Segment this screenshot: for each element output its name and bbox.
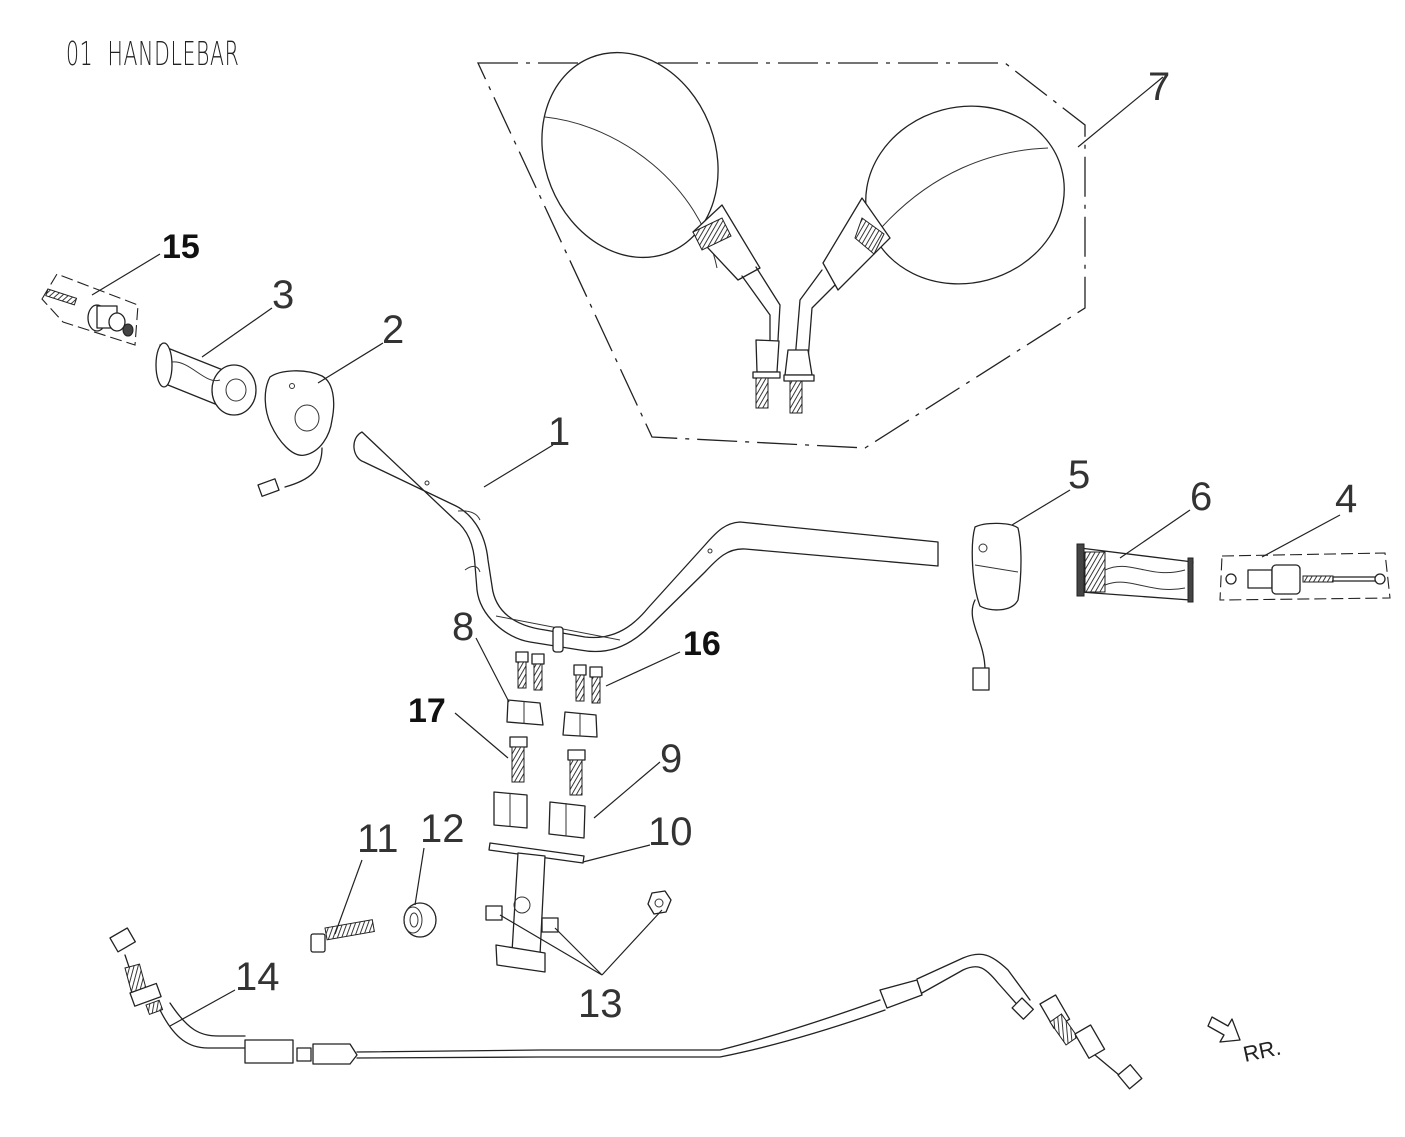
callout-9[interactable]: 9	[660, 737, 682, 781]
callout-10[interactable]: 10	[648, 810, 693, 854]
callout-4[interactable]: 4	[1335, 477, 1357, 521]
riser-plate[interactable]	[488, 842, 585, 973]
right-bar-end-weight-assembly[interactable]	[1219, 552, 1391, 601]
throttle-grip[interactable]	[155, 342, 257, 416]
upper-handlebar-clamp[interactable]	[506, 699, 598, 738]
lower-handlebar-clamp[interactable]	[493, 791, 586, 839]
right-switch-housing[interactable]	[971, 522, 1022, 691]
front-direction-arrow-icon	[1207, 1016, 1241, 1043]
leader-11	[334, 859, 363, 935]
callout-11[interactable]: 11	[357, 817, 399, 861]
leader-8	[475, 637, 510, 703]
callout-2[interactable]: 2	[382, 308, 404, 352]
bar-end-15-boundary	[41, 273, 139, 346]
callout-3[interactable]: 3	[272, 273, 294, 317]
left-grip[interactable]	[1076, 543, 1194, 603]
bushing[interactable]	[403, 902, 437, 938]
nuts[interactable]	[485, 890, 672, 933]
riser-bolts[interactable]	[509, 736, 586, 796]
leader-15	[91, 253, 161, 296]
left-bar-end-weight-assembly[interactable]	[41, 273, 139, 346]
callout-14[interactable]: 14	[235, 955, 280, 999]
leader-5	[1011, 489, 1071, 526]
leader-12	[414, 847, 425, 906]
leader-4	[1261, 514, 1341, 558]
leader-13	[499, 909, 663, 976]
leader-6	[1119, 509, 1191, 559]
leader-9	[593, 761, 661, 819]
clamp-bolts[interactable]	[515, 651, 603, 704]
flange-bolt[interactable]	[310, 919, 375, 953]
leader-7	[1077, 76, 1164, 148]
leader-16	[605, 651, 681, 687]
diagram-title: 01 HANDLEBAR	[66, 34, 240, 73]
leader-17	[454, 712, 509, 759]
mirror-set-boundary	[476, 62, 1086, 449]
callout-6[interactable]: 6	[1190, 475, 1212, 519]
bar-end-4-boundary	[1219, 552, 1391, 601]
leader-14	[169, 989, 236, 1027]
left-switch-housing[interactable]	[257, 370, 335, 497]
callout-7[interactable]: 7	[1148, 65, 1170, 109]
callout-8[interactable]: 8	[452, 605, 474, 649]
callout-1[interactable]: 1	[548, 410, 570, 454]
left-mirror[interactable]	[512, 26, 781, 409]
leader-1	[483, 444, 554, 488]
mirror-set[interactable]	[476, 26, 1086, 449]
throttle-cable[interactable]	[109, 927, 1143, 1090]
right-mirror[interactable]	[783, 84, 1084, 414]
leader-2	[317, 342, 384, 384]
callout-17[interactable]: 17	[408, 692, 446, 730]
handlebar[interactable]	[353, 431, 939, 653]
callout-12[interactable]: 12	[420, 807, 465, 851]
leader-3	[201, 307, 273, 358]
direction-label: RR.	[1241, 1035, 1283, 1067]
callout-13[interactable]: 13	[578, 982, 623, 1026]
callout-5[interactable]: 5	[1068, 453, 1090, 497]
callout-16[interactable]: 16	[683, 625, 721, 663]
leader-10	[582, 844, 651, 863]
callout-15[interactable]: 15	[162, 228, 200, 266]
